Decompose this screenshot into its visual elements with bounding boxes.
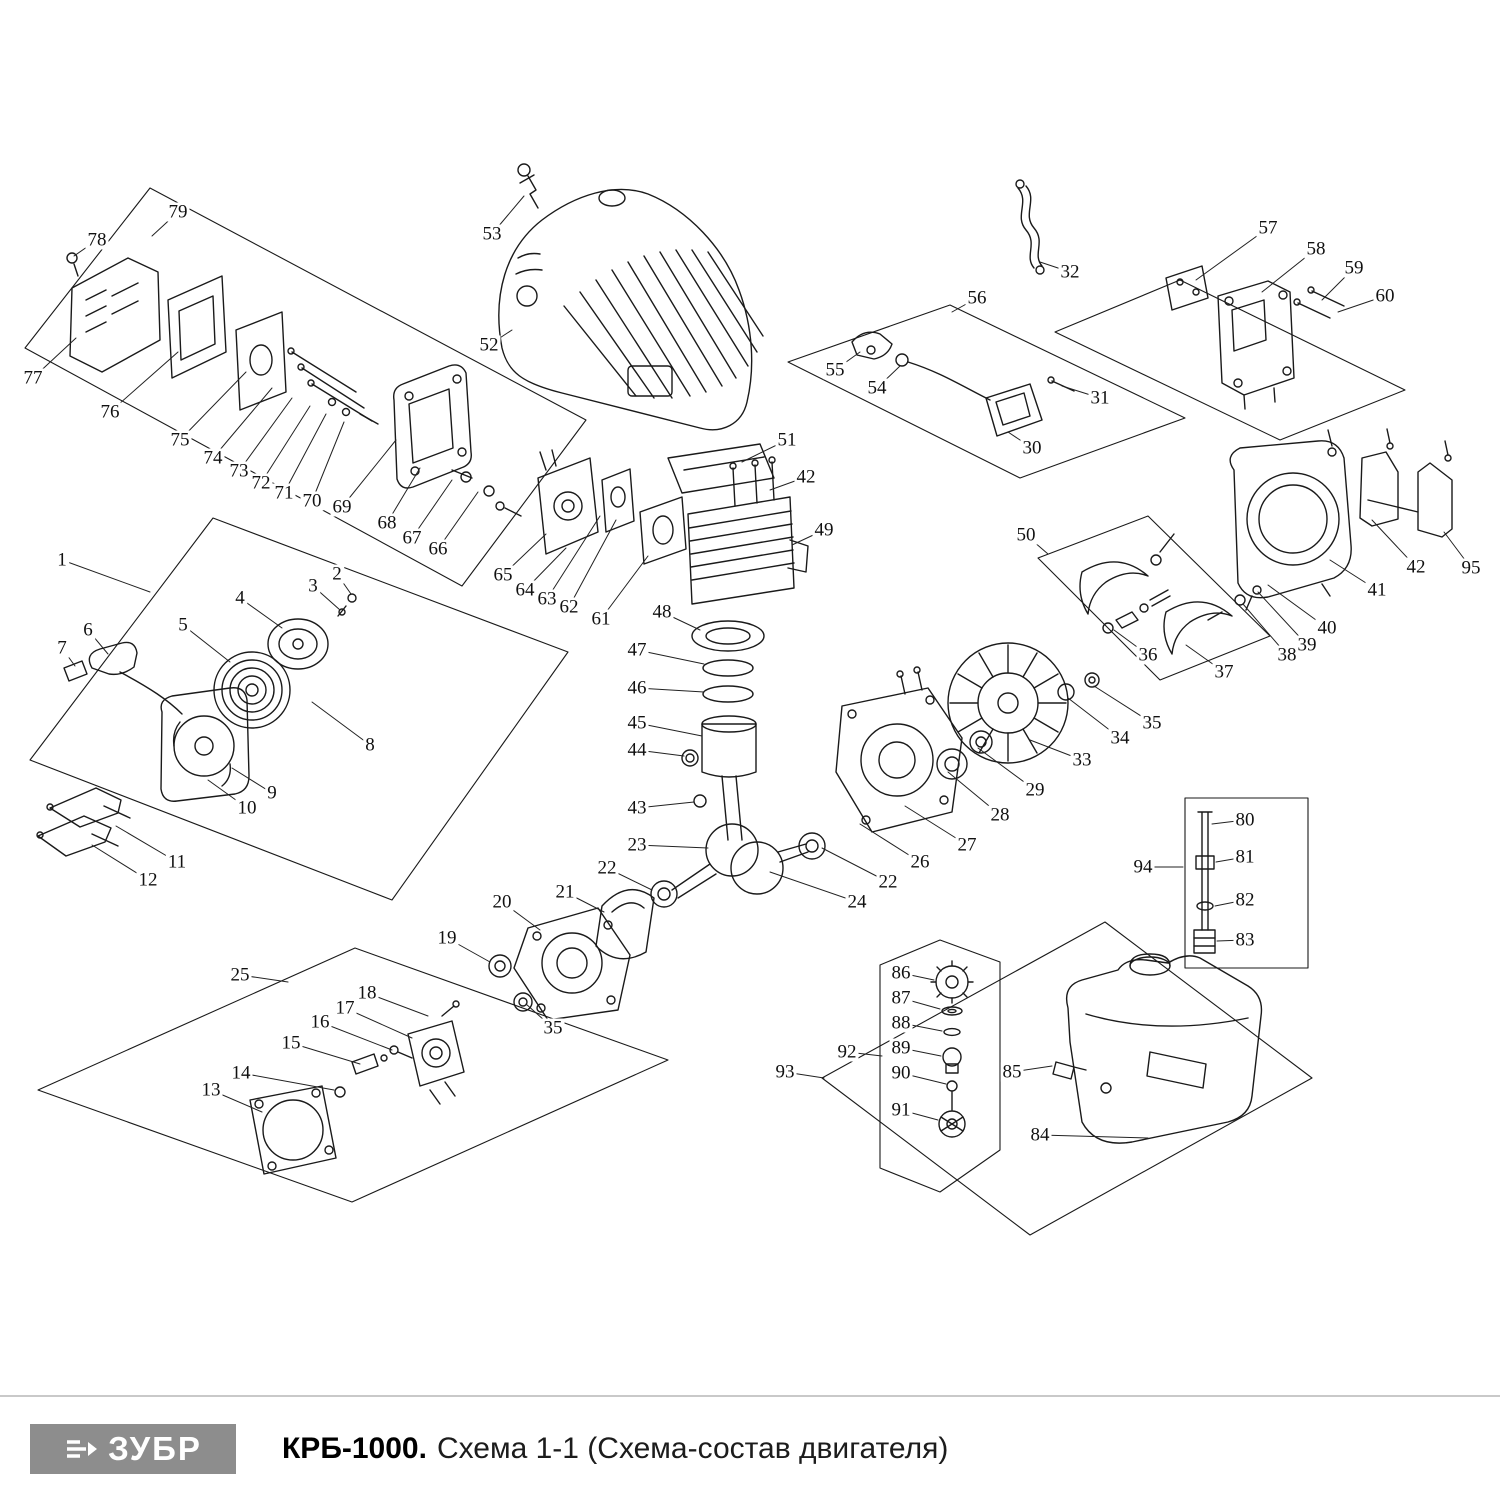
flywheel [947,642,1100,764]
spark-plug [517,163,539,209]
region-primer-box [879,939,1001,1193]
fuel-tank [1052,953,1263,1144]
starter-assembly [63,593,357,802]
zubr-logo: ЗУБР [30,1423,236,1474]
carburetor-assembly [537,449,687,565]
cylinder [667,443,809,605]
fan-housing [1229,429,1352,611]
piston-assembly [681,620,765,841]
footer: ЗУБР КРБ-1000. Схема 1-1 (Схема-состав дв… [0,1395,1500,1500]
doc-subtitle: Схема 1-1 (Схема-состав двигателя) [436,1431,949,1465]
logo-text: ЗУБР [108,1429,202,1467]
region-fuel-tank [821,921,1313,1236]
engine-cover [498,188,764,431]
zubr-arrow-icon [67,1439,98,1458]
clutch-shoes [1079,533,1262,655]
starter-pawl-parts [1102,589,1171,634]
primer-parts [930,960,974,1138]
air-filter-assembly [66,252,379,425]
region-throttle [787,304,1186,479]
region-ignition [1054,279,1406,441]
crankshaft [650,823,826,908]
starter-bracket [36,787,131,857]
region-clutch-shoes [1037,515,1271,681]
crankcase-right [835,666,993,833]
diagram-art [24,163,1472,1236]
muffler [393,364,522,517]
ignition-wire [1015,179,1045,275]
crank-web-plate [595,889,655,960]
throttle-assembly [851,331,1075,437]
doc-title: КРБ-1000. Схема 1-1 (Схема-состав двигате… [282,1432,948,1466]
crankcase-left [488,907,631,1021]
region-fuel-pickup [1184,797,1309,969]
fuel-pickup [1193,811,1216,954]
doc-model: КРБ-1000. [282,1431,427,1465]
region-starter [29,517,569,901]
ignition-coil [1165,265,1345,410]
mount-brackets [1359,428,1453,538]
leader-lines [32,195,1472,1139]
region-air-filter [24,187,587,587]
region-clutch-plate [37,947,669,1203]
clutch-plate [249,1000,465,1175]
